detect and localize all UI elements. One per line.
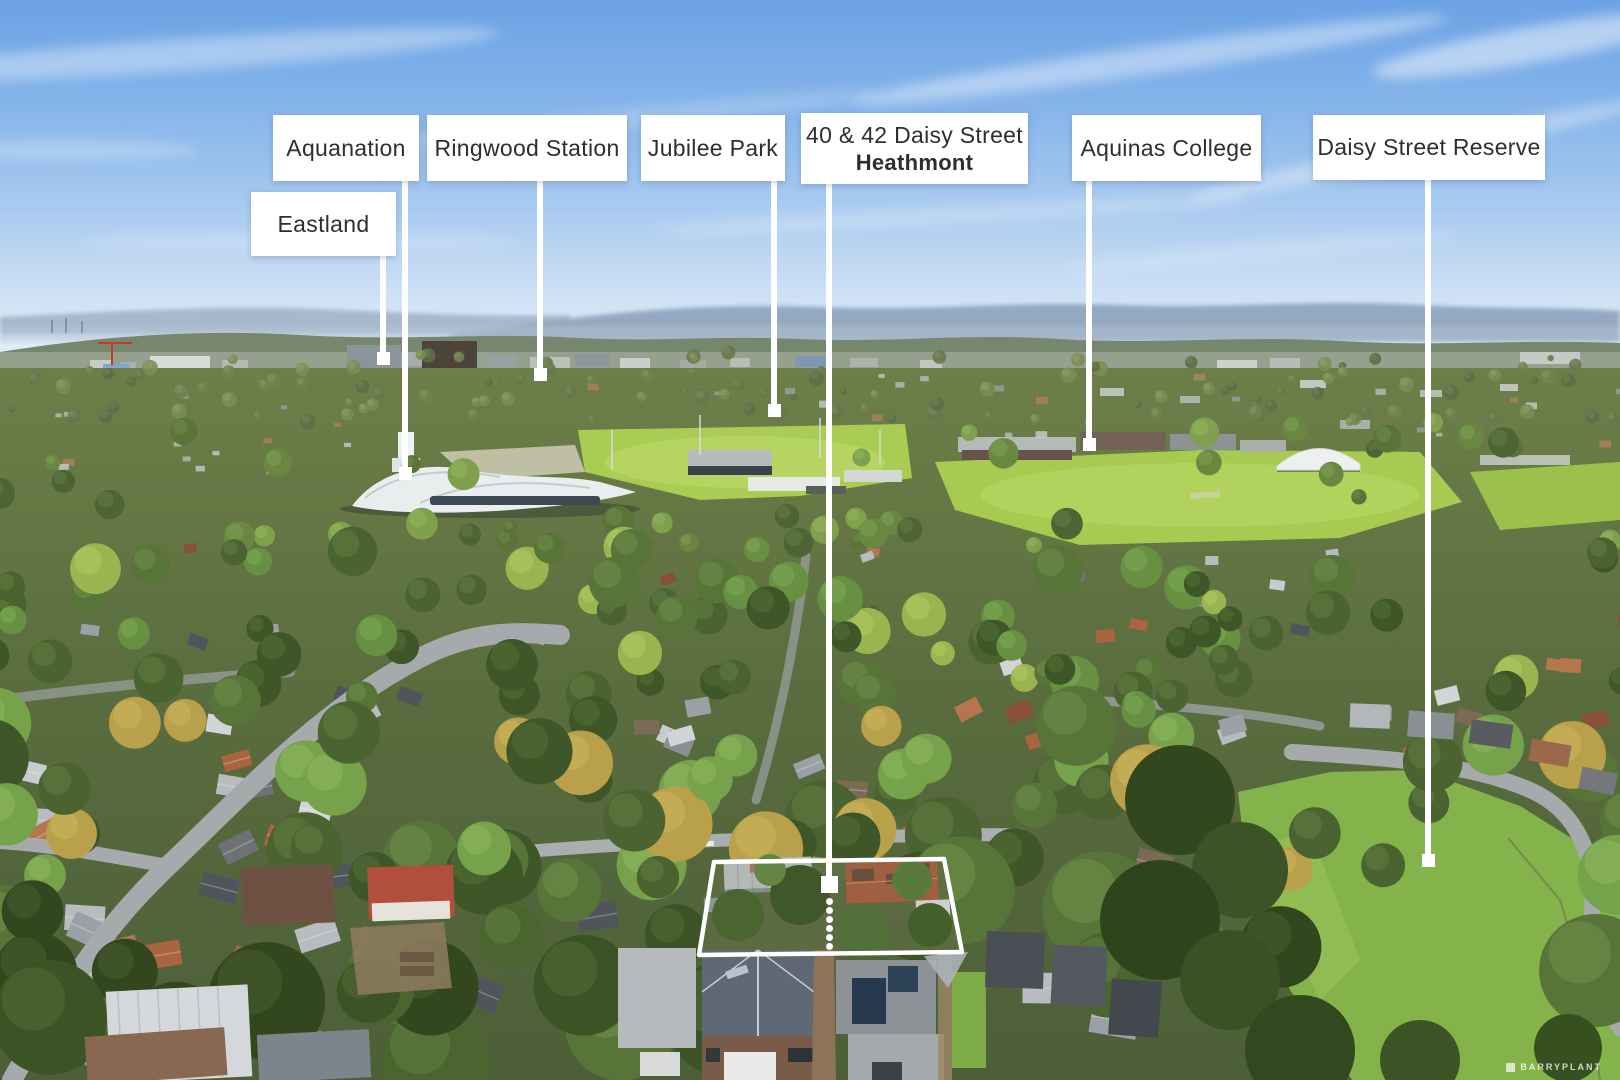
townhouse-right — [836, 950, 986, 1080]
callout-label: Aquinas College — [1080, 134, 1253, 161]
callout-label: Aquanation — [286, 134, 406, 161]
location-marker-ringwood-station — [534, 368, 547, 381]
reserve-trees — [1100, 745, 1602, 1080]
leader-line-jubilee-park — [771, 181, 777, 404]
location-marker-eastland — [377, 352, 390, 365]
callout-aquinas-college: Aquinas College — [1072, 115, 1261, 181]
callout-property: 40 & 42 Daisy Street Heathmont — [801, 113, 1028, 184]
shade-sail — [924, 952, 968, 988]
boundary-dot — [826, 916, 833, 923]
boundary-dot — [826, 907, 833, 914]
location-marker-aquanation — [399, 467, 412, 480]
leader-line-daisy-street-reserve — [1425, 180, 1431, 854]
mountain-ridge — [0, 303, 1620, 342]
callout-label-suburb: Heathmont — [855, 150, 974, 176]
townhouses-far-right — [985, 931, 1162, 1038]
callout-label: Daisy Street Reserve — [1317, 134, 1541, 161]
boundary-dot — [826, 934, 833, 941]
callout-label: Jubilee Park — [647, 134, 779, 161]
leader-line-property — [826, 184, 832, 876]
callout-jubilee-park: Jubilee Park — [641, 115, 785, 181]
top-right-corner-roofs — [1349, 703, 1618, 796]
location-marker-jubilee-park — [768, 404, 781, 417]
boundary-dot — [826, 898, 833, 905]
callout-label: Ringwood Station — [434, 134, 620, 161]
leader-line-aquanation — [402, 181, 408, 467]
boundary-dot — [826, 943, 833, 950]
leader-line-ringwood-station — [537, 181, 543, 368]
location-marker-property — [821, 876, 838, 893]
driveway — [812, 950, 836, 1080]
callout-daisy-street-reserve: Daisy Street Reserve — [1313, 115, 1545, 180]
distant-buildings — [51, 318, 1580, 373]
townhouse-left — [618, 948, 815, 1080]
callout-aquanation: Aquanation — [273, 115, 419, 181]
watermark-logo-icon — [1506, 1062, 1516, 1072]
callout-eastland: Eastland — [251, 192, 396, 256]
bottom-left-houses — [84, 864, 455, 1080]
boundary-dot — [826, 925, 833, 932]
callout-label: Eastland — [277, 210, 370, 237]
watermark-text: BARRYPLANT — [1520, 1062, 1602, 1072]
location-marker-aquinas-college — [1083, 438, 1096, 451]
leader-line-aquinas-college — [1086, 181, 1092, 438]
watermark: BARRYPLANT — [1506, 1062, 1602, 1072]
callout-label-street: 40 & 42 Daisy Street — [806, 121, 1023, 148]
location-marker-daisy-street-reserve — [1422, 854, 1435, 867]
callout-ringwood-station: Ringwood Station — [427, 115, 627, 181]
leader-line-eastland — [380, 256, 386, 352]
scattered-trees — [0, 345, 1620, 1080]
